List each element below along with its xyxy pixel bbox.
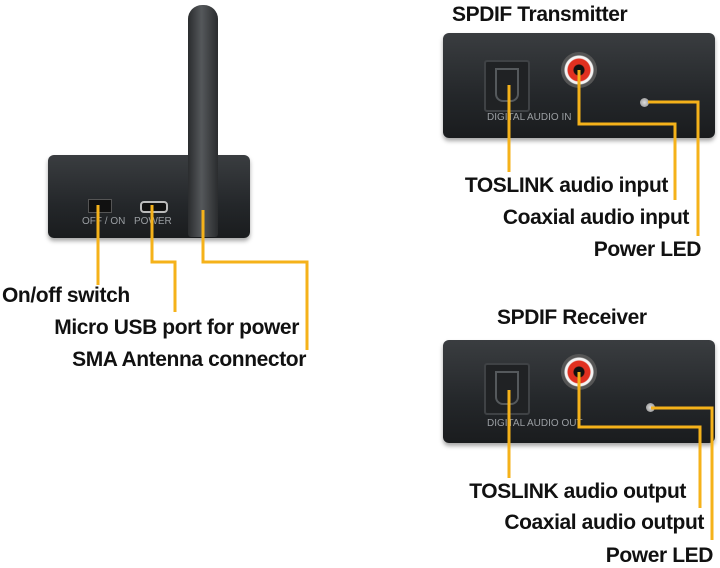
- callout-line-usb: [150, 205, 177, 312]
- callout-line-tx-coax: [577, 70, 677, 200]
- transmitter-panel-label: DIGITAL AUDIO IN: [487, 112, 572, 123]
- callout-line-antenna: [201, 210, 309, 350]
- switch-panel-label: OFF / ON: [82, 216, 126, 227]
- callout-rx-toslink: TOSLINK audio output: [469, 480, 686, 503]
- callout-micro-usb: Micro USB port for power: [54, 316, 299, 339]
- antenna: [188, 5, 218, 237]
- transmitter-title: SPDIF Transmitter: [452, 3, 628, 26]
- transmitter-power-led: [640, 98, 649, 107]
- toslink-output-port: [484, 363, 530, 415]
- callout-sma-antenna: SMA Antenna connector: [72, 348, 306, 371]
- callout-line-rx-coax: [577, 372, 702, 508]
- callout-tx-led: Power LED: [593, 238, 702, 261]
- callout-rx-led: Power LED: [605, 544, 714, 567]
- receiver-power-led: [646, 403, 655, 412]
- callout-tx-toslink: TOSLINK audio input: [464, 174, 669, 197]
- toslink-input-port: [484, 60, 530, 112]
- callout-line-tx-led: [648, 100, 700, 236]
- callout-on-off-switch: On/off switch: [2, 284, 130, 307]
- receiver-title: SPDIF Receiver: [497, 306, 647, 329]
- power-switch: [88, 199, 112, 213]
- callout-rx-coax: Coaxial audio output: [504, 511, 704, 534]
- callout-line-rx-led: [651, 406, 714, 540]
- micro-usb-port: [140, 201, 168, 213]
- receiver-panel-label: DIGITAL AUDIO OUT: [487, 418, 583, 429]
- callout-tx-coax: Coaxial audio input: [502, 206, 689, 229]
